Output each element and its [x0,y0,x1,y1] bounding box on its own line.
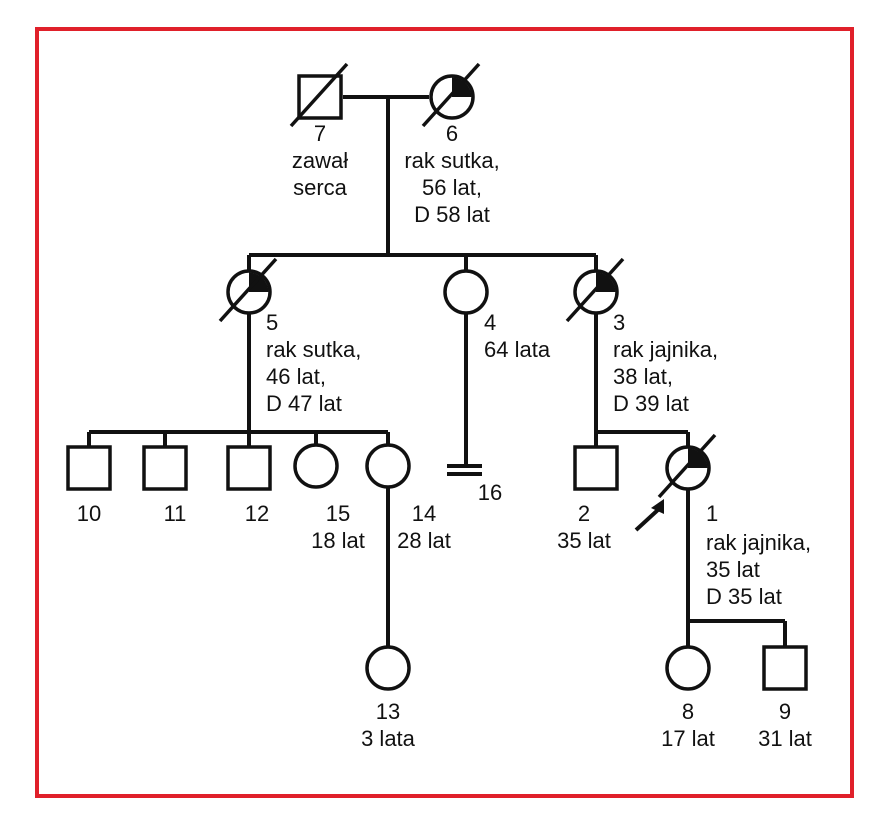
label-line: D 58 lat [414,202,490,227]
label-line: 38 lat, [613,364,673,389]
label-line: 16 [478,480,502,505]
label-line: D 39 lat [613,391,689,416]
label-line: 1 [706,501,718,526]
person-7-male-symbol [289,62,349,128]
label-line: 56 lat, [422,175,482,200]
label-line: 13 [376,699,400,724]
person-10-male-symbol [66,445,112,491]
proband-arrow-icon [634,499,664,532]
label-line: rak jajnika, [706,530,811,555]
person-4-female-symbol [443,269,489,315]
label-line: 31 lat [758,726,812,751]
label-line: 35 lat [557,528,611,553]
label-line: D 47 lat [266,391,342,416]
person-6-female-symbol [421,62,481,128]
person-16-label: 16 [478,480,502,505]
person-3-female-symbol [565,257,625,323]
person-12-male-symbol [226,445,272,491]
label-line: 14 [412,501,436,526]
label-line: 64 lata [484,337,551,362]
person-15-female-symbol [293,443,339,489]
label-line: zawał [292,148,348,173]
relationship-lines [87,95,787,647]
label-line: rak jajnika, [613,337,718,362]
person-11-label: 11 [164,501,187,526]
person-10-label: 10 [77,501,101,526]
label-line: rak sutka, [266,337,361,362]
label-line: 6 [446,121,458,146]
label-line: rak sutka, [404,148,499,173]
label-line: 46 lat, [266,364,326,389]
label-line: 17 lat [661,726,715,751]
label-line: 12 [245,501,269,526]
person-symbols [66,62,808,691]
label-line: 9 [779,699,791,724]
label-line: D 35 lat [706,584,782,609]
label-line: 28 lat [397,528,451,553]
label-line: 18 lat [311,528,365,553]
label-line: 11 [164,501,187,526]
label-line: 35 lat [706,557,760,582]
label-line: 8 [682,699,694,724]
person-9-male-symbol [762,645,808,691]
label-line: 7 [314,121,326,146]
label-line: 5 [266,310,278,335]
person-1-female-symbol [657,433,717,499]
person-12-label: 12 [245,501,269,526]
label-line: 3 [613,310,625,335]
label-line: 3 lata [361,726,416,751]
person-5-female-symbol [218,257,278,323]
label-line: 10 [77,501,101,526]
person-2-male-symbol [573,445,619,491]
label-line: 2 [578,501,590,526]
person-8-female-symbol [665,645,711,691]
label-line: 15 [326,501,350,526]
person-13-female-symbol [365,645,411,691]
person-14-female-symbol [365,443,411,489]
label-line: serca [293,175,348,200]
frame-border [35,27,854,798]
person-11-male-symbol [142,445,188,491]
label-line: 4 [484,310,496,335]
